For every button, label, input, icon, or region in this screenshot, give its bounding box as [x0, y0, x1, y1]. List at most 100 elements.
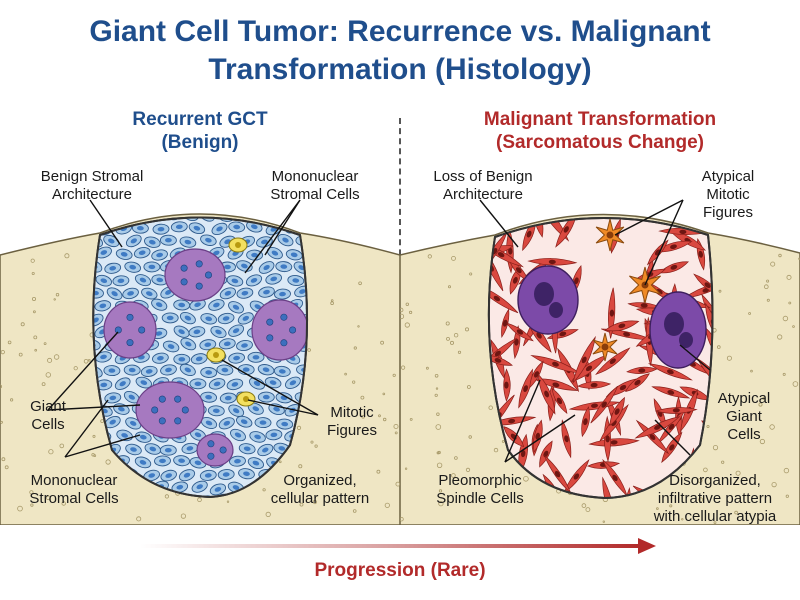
bone-texture-dot: [454, 456, 458, 460]
benign-heading-line-1: Recurrent GCT: [132, 109, 268, 130]
mononuclear-stromal-cell: [104, 262, 122, 274]
bone-texture-dot: [0, 384, 2, 389]
mononuclear-stromal-cell: [200, 367, 218, 378]
mononuclear-stromal-cell: [134, 274, 152, 287]
mitotic-figure: [236, 391, 256, 407]
bone-texture-dot: [43, 342, 47, 346]
pleomorphic-spindle-cell: [595, 347, 631, 375]
bone-texture-dot: [30, 258, 35, 263]
mononuclear-stromal-cell: [209, 483, 227, 496]
bone-texture-dot: [10, 398, 14, 402]
mononuclear-stromal-cell: [159, 234, 177, 246]
pleomorphic-spindle-cell: [533, 419, 543, 453]
mononuclear-stromal-cell: [284, 404, 301, 417]
label-giant-cells: Giant Cells: [18, 398, 78, 434]
bone-texture-dot: [278, 460, 282, 464]
label-line: Mononuclear: [30, 472, 118, 489]
arrow-head-icon: [638, 538, 656, 554]
bone-texture-dot: [360, 395, 365, 400]
label-line: Disorganized,: [669, 472, 761, 489]
mononuclear-stromal-cell: [210, 325, 227, 339]
bone-texture-dot: [383, 417, 387, 422]
mononuclear-stromal-cell: [160, 469, 177, 482]
bone-texture-dot: [438, 489, 443, 493]
label-line: Cells: [31, 416, 65, 433]
bone-texture-dot: [265, 511, 271, 517]
mononuclear-stromal-cell: [103, 365, 121, 377]
mononuclear-stromal-cell: [273, 365, 291, 377]
bone-texture-dot: [451, 473, 456, 478]
bone-texture-dot: [758, 402, 763, 407]
mononuclear-stromal-cell: [94, 300, 112, 312]
label-line: Cells: [727, 426, 761, 443]
bone-texture-dot: [88, 359, 91, 362]
mononuclear-stromal-cell: [173, 325, 190, 338]
mononuclear-stromal-cell: [295, 217, 308, 222]
bone-texture-dot: [770, 261, 776, 267]
bone-texture-dot: [400, 307, 404, 313]
mononuclear-stromal-cell: [188, 326, 206, 338]
label-atypical-mitotic-figures: Atypical Mitotic Figures: [688, 168, 768, 222]
bone-texture-dot: [798, 257, 800, 260]
mononuclear-stromal-cell: [152, 352, 169, 364]
mononuclear-stromal-cell: [219, 287, 237, 300]
bone-texture-dot: [792, 381, 799, 387]
mononuclear-stromal-cell: [179, 363, 196, 377]
label-line: Mitotic: [706, 186, 750, 203]
pleomorphic-spindle-cell: [572, 335, 596, 384]
mononuclear-stromal-cell: [274, 288, 291, 300]
mononuclear-stromal-cell: [122, 287, 139, 300]
bone-texture-dot: [45, 372, 51, 378]
benign-heading-line-2: (Benign): [161, 132, 239, 153]
giant-cell: [103, 301, 157, 359]
bone-texture-dot: [299, 502, 304, 507]
mononuclear-stromal-cell: [258, 261, 275, 274]
mononuclear-stromal-cell: [208, 299, 225, 311]
mononuclear-stromal-cell: [134, 456, 152, 469]
mononuclear-stromal-cell: [160, 364, 177, 376]
mononuclear-stromal-cell: [154, 455, 171, 467]
bone-texture-dot: [393, 423, 399, 429]
atypical-mitotic-figure: [592, 332, 618, 362]
bone-texture-dot: [750, 369, 753, 373]
bone-texture-dot: [330, 299, 334, 302]
mononuclear-stromal-cell: [287, 274, 305, 287]
label-line: Giant: [30, 398, 66, 415]
bone-texture-dot: [748, 312, 752, 315]
bone-texture-dot: [330, 481, 334, 485]
bone-texture-dot: [164, 494, 169, 499]
mononuclear-stromal-cell: [179, 311, 196, 325]
bone-texture-dot: [766, 298, 770, 302]
mononuclear-stromal-cell: [219, 392, 237, 404]
bone-texture-dot: [457, 350, 462, 354]
bone-texture-dot: [469, 272, 473, 276]
pleomorphic-spindle-cell: [604, 320, 640, 332]
label-line: infiltrative pattern: [657, 490, 773, 507]
benign-histology-diagram: [0, 199, 400, 525]
mononuclear-stromal-cell: [162, 340, 180, 353]
bone-texture-dot: [453, 332, 459, 338]
mononuclear-stromal-cell: [124, 217, 141, 220]
mononuclear-stromal-cell: [141, 287, 158, 300]
bone-texture-dot: [47, 357, 53, 363]
mononuclear-stromal-cell: [228, 352, 246, 364]
bone-texture-dot: [344, 372, 347, 376]
mononuclear-stromal-cell: [191, 480, 208, 493]
bone-texture-dot: [409, 310, 413, 315]
bone-texture-dot: [64, 253, 70, 259]
pleomorphic-spindle-cell: [625, 373, 650, 392]
bone-texture-dot: [712, 445, 719, 451]
bone-texture-dot: [405, 302, 409, 306]
mononuclear-stromal-cell: [200, 391, 218, 403]
label-line: cellular pattern: [270, 490, 370, 507]
mononuclear-stromal-cell: [171, 481, 189, 493]
mononuclear-stromal-cell: [236, 339, 253, 352]
mononuclear-stromal-cell: [123, 364, 141, 376]
bone-texture-dot: [226, 500, 230, 503]
pleomorphic-spindle-cell: [505, 322, 534, 342]
giant-cell: [251, 299, 308, 361]
bone-texture-dot: [314, 444, 318, 448]
pleomorphic-spindle-cell: [488, 338, 517, 369]
bone-texture-dot: [404, 322, 410, 328]
mononuclear-stromal-cell: [226, 275, 244, 287]
